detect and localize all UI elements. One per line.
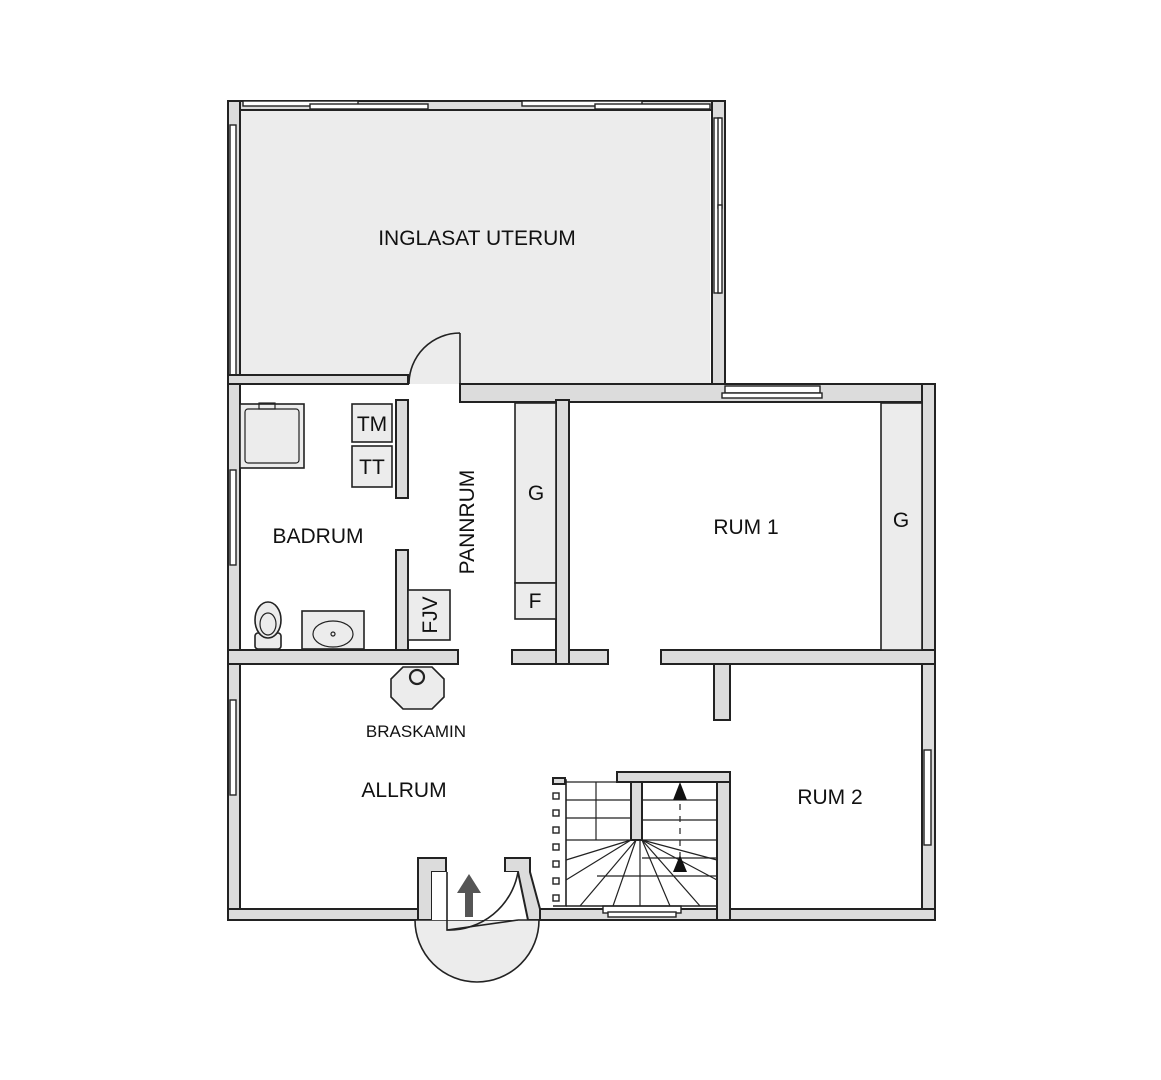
g-label-rum1: G: [893, 509, 909, 532]
room-label-pannrum: PANNRUM: [456, 470, 479, 575]
window: [229, 699, 237, 796]
district-heating-unit: [407, 589, 451, 641]
window: [724, 385, 821, 394]
arrow-up-icon: [673, 855, 687, 872]
tt-label: TT: [359, 456, 385, 479]
wardrobe: [880, 402, 923, 651]
room-label-rum2: RUM 2: [797, 786, 862, 809]
g-label-pannrum: G: [528, 482, 544, 505]
tm-label: TM: [357, 413, 387, 436]
window: [607, 911, 677, 918]
tumble-dryer: [351, 445, 393, 488]
window: [309, 103, 429, 110]
entrance-door: [414, 871, 540, 983]
arrow-up-icon: [673, 782, 687, 800]
washing-machine: [351, 403, 393, 443]
bathroom-fixtures: TM TT FJV: [239, 402, 451, 650]
stove: [390, 666, 445, 710]
fridge: [514, 582, 557, 620]
arrow-up-icon: [457, 874, 481, 917]
window: [717, 117, 723, 209]
fjv-label: FJV: [419, 596, 442, 633]
sunroom: [227, 100, 936, 403]
window: [721, 392, 823, 399]
room-label-uterum: INGLASAT UTERUM: [378, 227, 576, 250]
f-label: F: [529, 590, 542, 613]
window: [594, 103, 711, 110]
storage-fixtures: G F G: [514, 402, 923, 651]
toilet: [254, 601, 282, 650]
window: [229, 469, 237, 566]
window: [229, 124, 237, 376]
interior-walls: [227, 399, 936, 921]
shower: [239, 403, 305, 469]
staircase: [552, 777, 718, 907]
room-label-badrum: BADRUM: [272, 525, 363, 548]
braskamin-label: BRASKAMIN: [366, 722, 466, 741]
room-label-rum1: RUM 1: [713, 516, 778, 539]
sink: [301, 610, 365, 650]
window: [923, 749, 932, 846]
window: [717, 204, 723, 294]
door-swing: [408, 332, 461, 385]
room-label-allrum: ALLRUM: [361, 779, 446, 802]
